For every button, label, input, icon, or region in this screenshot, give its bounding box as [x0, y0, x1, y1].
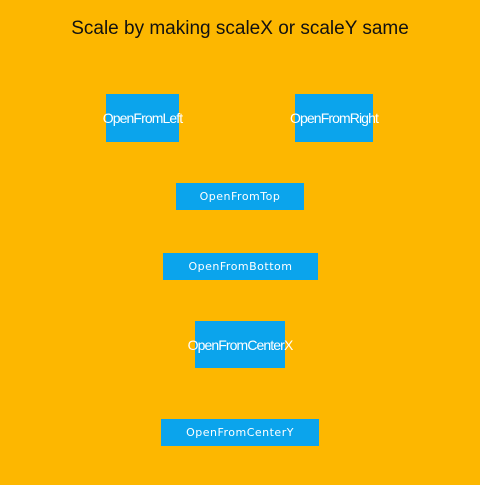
open-from-right-button[interactable]: OpenFromRight [290, 94, 379, 142]
open-from-bottom-button[interactable]: OpenFromBottom [163, 253, 318, 280]
page-title: Scale by making scaleX or scaleY same [71, 18, 409, 39]
open-from-center-y-button[interactable]: OpenFromCenterY [161, 419, 319, 446]
open-from-left-button[interactable]: OpenFromLeft [103, 94, 183, 142]
open-from-center-x-button[interactable]: OpenFromCenterX [188, 321, 293, 368]
open-from-top-button[interactable]: OpenFromTop [176, 183, 304, 210]
